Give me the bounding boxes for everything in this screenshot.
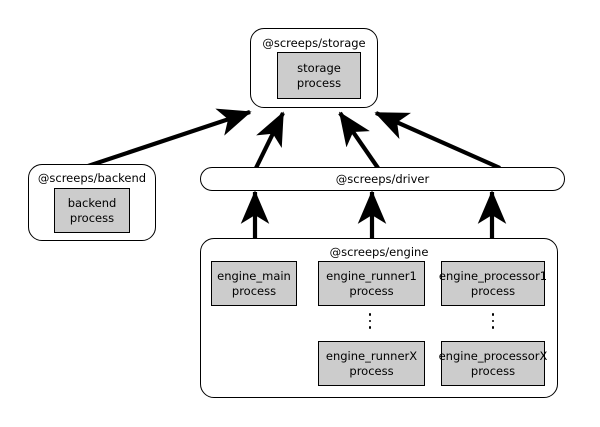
engine-processor1-line1: engine_processor1 (438, 268, 548, 283)
engine-main-line2: process (231, 283, 277, 298)
engine-processorx-process-box: engine_processorX process (438, 341, 548, 386)
vertical-ellipsis-icon-processor (491, 313, 495, 329)
arrow-driver-to-storage-middle (338, 111, 380, 170)
arrow-driver-to-storage-right (374, 111, 501, 170)
engine-main-line1: engine_main (217, 268, 291, 283)
engine-runnerx-line1: engine_runnerX (325, 348, 418, 363)
storage-process-line1: storage (297, 60, 341, 75)
engine-runnerx-line2: process (349, 363, 394, 378)
arrow-backend-to-storage (87, 108, 252, 168)
storage-module-label: @screeps/storage (262, 36, 366, 50)
backend-process-line2: process (69, 210, 115, 225)
engine-processorx-line1: engine_processorX (438, 348, 548, 363)
vertical-ellipsis-icon-runner (368, 313, 372, 329)
engine-processor1-process-box: engine_processor1 process (438, 261, 548, 306)
engine-runnerx-process-box: engine_runnerX process (318, 341, 425, 386)
backend-process-line1: backend (67, 195, 117, 210)
engine-processor1-line2: process (470, 283, 516, 298)
storage-process-box: storage process (277, 52, 361, 99)
engine-module-label: @screeps/engine (329, 245, 429, 259)
backend-process-box: backend process (54, 188, 130, 233)
engine-main-process-box: engine_main process (211, 261, 297, 306)
arrow-driver-to-storage-left (254, 111, 285, 169)
engine-runner1-line2: process (349, 283, 394, 298)
engine-runner1-line1: engine_runner1 (326, 268, 417, 283)
module-screeps-driver: @screeps/driver (200, 167, 565, 191)
engine-processorx-line2: process (470, 363, 516, 378)
driver-label: @screeps/driver (335, 172, 430, 186)
storage-process-line2: process (296, 75, 342, 90)
backend-module-label: @screeps/backend (37, 171, 147, 185)
engine-runner1-process-box: engine_runner1 process (318, 261, 425, 306)
